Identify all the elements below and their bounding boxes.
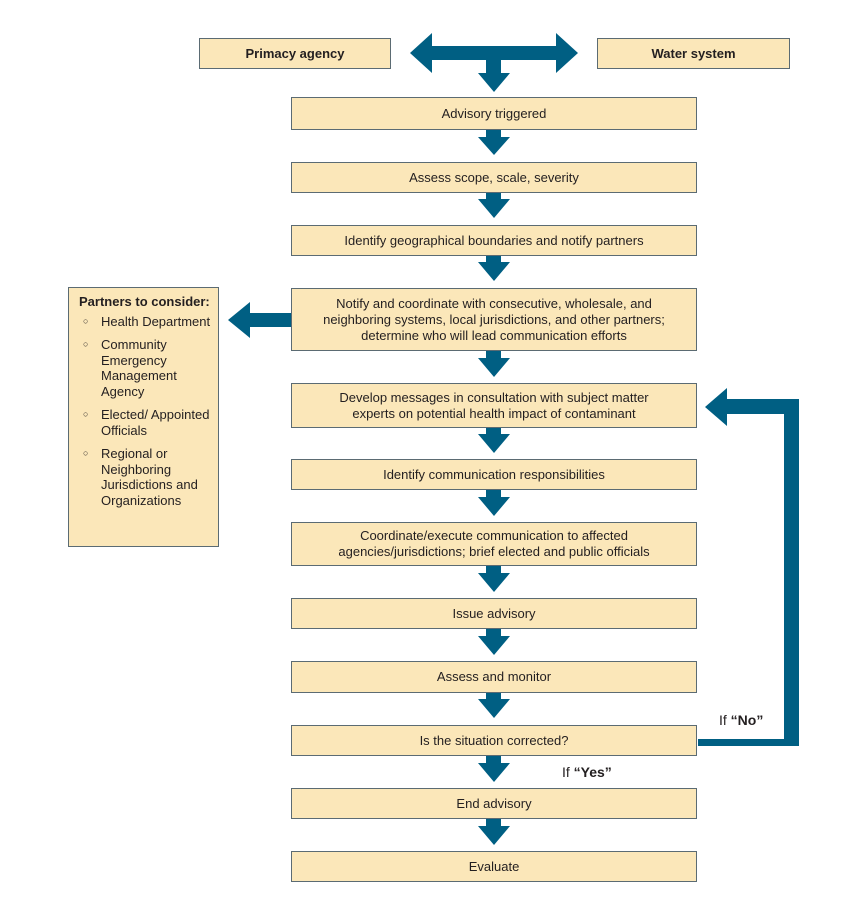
down-arrow-9 (478, 693, 510, 718)
down-arrow-5 (478, 428, 510, 453)
circle-bullet-icon: ○ (83, 339, 89, 349)
circle-bullet-icon: ○ (83, 315, 89, 326)
step-assess-monitor: Assess and monitor (291, 661, 697, 693)
step-assess-scope: Assess scope, scale, severity (291, 162, 697, 193)
step-label: End advisory (456, 795, 532, 811)
down-arrow-1 (478, 130, 510, 155)
down-arrow-3 (478, 256, 510, 281)
down-arrow-6 (478, 490, 510, 516)
step-situation-corrected: Is the situation corrected? (291, 725, 697, 756)
partners-box: Partners to consider: ○ Health Department… (68, 287, 219, 547)
branch-yes-label: If “Yes” (562, 764, 612, 780)
step-label: Issue advisory (452, 605, 536, 621)
partner-label: Regional or Neighboring Jurisdictions an… (101, 446, 198, 508)
primacy-agency-label: Primacy agency (245, 45, 345, 61)
step-label: Identify communication responsibilities (383, 466, 605, 482)
partner-item: ○ Community Emergency Management Agency (79, 337, 212, 399)
water-system-box: Water system (597, 38, 790, 69)
primacy-agency-box: Primacy agency (199, 38, 391, 69)
branch-yes-value: “Yes” (573, 764, 612, 780)
step-develop-messages: Develop messages in consultation with su… (291, 383, 697, 428)
partner-label: Community Emergency Management Agency (101, 337, 177, 399)
down-arrow-8 (478, 629, 510, 655)
step-issue-advisory: Issue advisory (291, 598, 697, 629)
down-arrow-2 (478, 193, 510, 218)
partners-list: ○ Health Department ○ Community Emergency … (79, 314, 212, 509)
partner-item: ○ Elected/ Appointed Officials (79, 407, 212, 438)
step-notify-coordinate: Notify and coordinate with consecutive, … (291, 288, 697, 351)
partner-item: ○ Regional or Neighboring Jurisdictions a… (79, 446, 212, 508)
step-advisory-triggered: Advisory triggered (291, 97, 697, 130)
double-arrow (410, 33, 578, 73)
partners-title: Partners to consider: (79, 294, 210, 309)
step-label: Notify and coordinate with consecutive, … (323, 295, 665, 343)
partner-label: Elected/ Appointed Officials (101, 407, 210, 438)
step-label: Coordinate/execute communication to affe… (338, 528, 650, 559)
water-system-label: Water system (651, 45, 736, 61)
step-label: Develop messages in consultation with su… (339, 389, 649, 421)
partner-item: ○ Health Department (79, 314, 212, 330)
circle-bullet-icon: ○ (83, 409, 89, 419)
step-end-advisory: End advisory (291, 788, 697, 819)
branch-no-label: If “No” (719, 712, 763, 728)
step-label: Evaluate (468, 858, 520, 874)
branch-no-value: “No” (730, 712, 764, 728)
partner-label: Health Department (101, 313, 211, 329)
step-label: Assess scope, scale, severity (409, 169, 579, 185)
step-label: Is the situation corrected? (419, 732, 569, 748)
step-label: Assess and monitor (436, 669, 552, 684)
step-identify-responsibilities: Identify communication responsibilities (291, 459, 697, 490)
step-label: Identify geographical boundaries and not… (344, 232, 644, 248)
circle-bullet-icon: ○ (83, 448, 89, 458)
down-arrow-10 (478, 756, 510, 782)
down-arrow-7 (478, 566, 510, 592)
branch-no-prefix: If (719, 712, 731, 728)
down-arrow-0 (478, 58, 510, 92)
step-identify-boundaries: Identify geographical boundaries and not… (291, 225, 697, 256)
branch-yes-prefix: If (562, 764, 574, 780)
down-arrow-4 (478, 351, 510, 377)
feedback-loop-arrow (698, 388, 799, 746)
left-arrow-partners (228, 302, 292, 338)
down-arrow-11 (478, 819, 510, 845)
step-coordinate-execute: Coordinate/execute communication to affe… (291, 522, 697, 566)
step-label: Advisory triggered (441, 105, 547, 121)
step-evaluate: Evaluate (291, 851, 697, 882)
